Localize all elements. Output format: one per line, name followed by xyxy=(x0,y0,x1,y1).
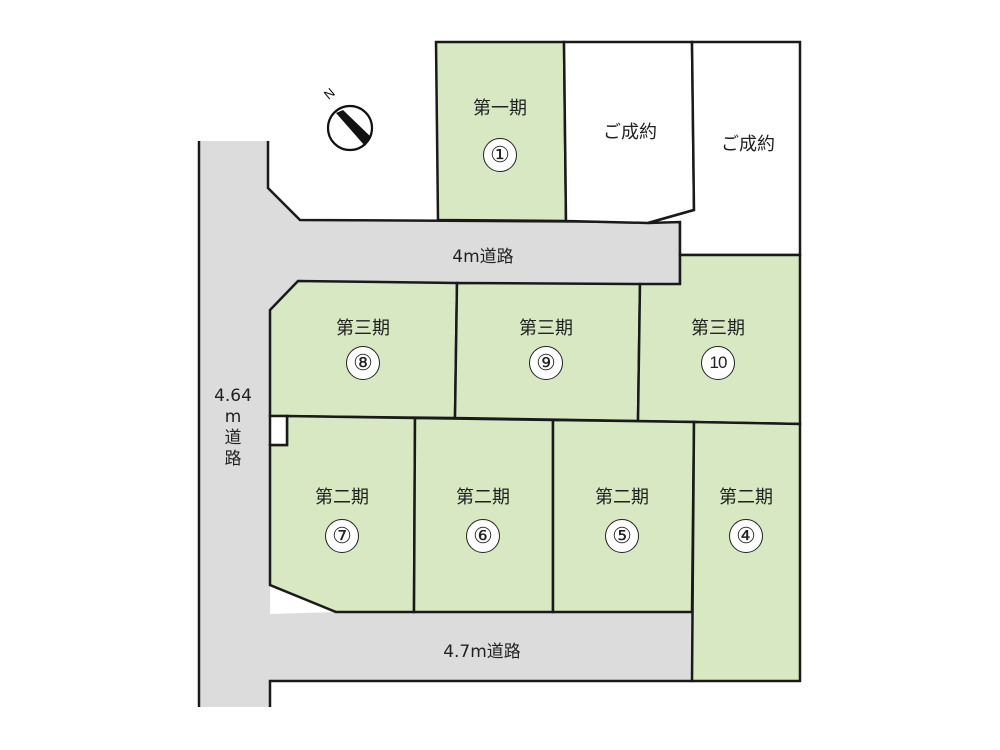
road-left-label: 4.64 m 道 路 xyxy=(208,386,258,470)
road-bottom-lower-edge xyxy=(268,679,692,707)
lot-6[interactable] xyxy=(412,416,555,614)
lot-5[interactable] xyxy=(551,418,696,614)
lot-10-phase: 第三期 xyxy=(691,318,745,339)
svg-text:N: N xyxy=(321,85,338,103)
small-notch xyxy=(268,414,289,447)
road-top-label: 4m道路 xyxy=(452,247,514,267)
lot-6-phase: 第二期 xyxy=(456,487,510,508)
lot-sold-a-label: ご成約 xyxy=(603,122,657,143)
lot-sold-b[interactable] xyxy=(647,40,802,257)
lot-9-number: ⑨ xyxy=(529,346,563,380)
lot-5-number: ⑤ xyxy=(605,519,639,553)
lot-8-phase: 第三期 xyxy=(336,318,390,339)
road-left-label-line: 道 xyxy=(224,428,242,448)
lot-1[interactable] xyxy=(434,40,568,223)
road-left-label-line: 4.64 xyxy=(214,386,252,406)
lot-6-number: ⑥ xyxy=(466,519,500,553)
lot-1-number: ① xyxy=(483,138,517,172)
lot-sold-b-label: ご成約 xyxy=(721,134,775,155)
lot-7-number: ⑦ xyxy=(325,519,359,553)
lot-1-phase: 第一期 xyxy=(473,98,527,119)
lot-9-phase: 第三期 xyxy=(519,318,573,339)
lot-10-number: 10 xyxy=(701,346,735,380)
lot-5-phase: 第二期 xyxy=(595,487,649,508)
north-arrow-icon: N xyxy=(321,85,374,152)
lot-4-number: ④ xyxy=(729,519,763,553)
road-left-label-line: 路 xyxy=(224,449,242,469)
lot-7[interactable] xyxy=(268,414,417,614)
road-bottom-label: 4.7m道路 xyxy=(443,642,521,662)
lot-8-number: ⑧ xyxy=(346,346,380,380)
road-left-label-line: m xyxy=(224,407,242,427)
lot-4-phase: 第二期 xyxy=(719,487,773,508)
road-left xyxy=(199,141,692,707)
lot-7-phase: 第二期 xyxy=(315,487,369,508)
